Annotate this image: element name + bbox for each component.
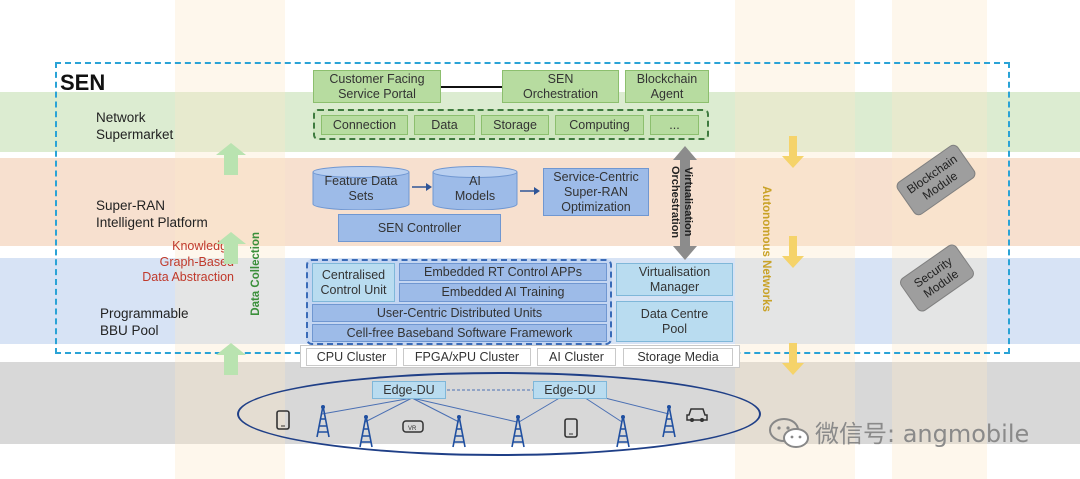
- tower-icon: [359, 415, 373, 448]
- watermark-text: 微信号: angmobile: [815, 420, 1030, 448]
- ai-training-box: Embedded AI Training: [399, 283, 607, 302]
- edge-network-ellipse: [237, 372, 761, 456]
- cpu-cluster-box: CPU Cluster: [306, 348, 397, 366]
- ai-models-cylinder: [432, 166, 518, 210]
- ai-cluster-box: AI Cluster: [537, 348, 616, 366]
- arrow-right-icon: [412, 183, 432, 191]
- customer-portal-box: Customer Facing Service Portal: [313, 70, 441, 103]
- virtualisation-manager-box: Virtualisation Manager: [616, 263, 733, 296]
- sen-orchestration-box: SEN Orchestration: [502, 70, 619, 103]
- arrow-right-icon: [520, 187, 540, 195]
- feature-data-label: Feature Data Sets: [324, 174, 398, 203]
- service-data: Data: [414, 115, 475, 135]
- vr-headset-icon: VR: [402, 420, 424, 433]
- up-arrow-icon: [216, 143, 246, 175]
- edge-du-box: Edge-DU: [533, 381, 607, 399]
- svg-text:VR: VR: [408, 426, 417, 432]
- data-centre-pool-box: Data Centre Pool: [616, 301, 733, 342]
- service-storage: Storage: [481, 115, 549, 135]
- double-arrow-icon: [673, 146, 697, 260]
- layer-label-bbu-pool: Programmable BBU Pool: [100, 306, 189, 338]
- centralised-control-box: Centralised Control Unit: [312, 263, 395, 302]
- down-arrow-icon: [782, 343, 804, 375]
- tower-icon: [316, 405, 330, 438]
- portal-orchestration-connector: [441, 86, 503, 88]
- service-computing: Computing: [555, 115, 644, 135]
- down-arrow-icon: [782, 236, 804, 268]
- sen-controller-box: SEN Controller: [338, 214, 501, 242]
- service-connection: Connection: [321, 115, 408, 135]
- feature-data-cylinder: [312, 166, 410, 210]
- phone-icon: [564, 418, 578, 438]
- super-ran-band: [0, 158, 1080, 246]
- tower-icon: [662, 405, 676, 438]
- tower-icon: [511, 415, 525, 448]
- distributed-units-box: User-Centric Distributed Units: [312, 304, 607, 322]
- service-more: ...: [650, 115, 699, 135]
- ai-models-label: AI Models: [454, 174, 496, 203]
- background-stripe: [892, 0, 987, 479]
- tower-icon: [616, 415, 630, 448]
- wechat-icon: [769, 418, 809, 448]
- phone-icon: [276, 410, 290, 430]
- virtualisation-orchestration-label: Virtualisation Orchestration: [669, 166, 694, 239]
- edge-du-box: Edge-DU: [372, 381, 446, 399]
- tower-icon: [452, 415, 466, 448]
- blockchain-agent-box: Blockchain Agent: [625, 70, 709, 103]
- down-arrow-icon: [782, 136, 804, 168]
- autonomous-networks-label: Autonomous Networks: [760, 186, 772, 312]
- storage-media-box: Storage Media: [623, 348, 733, 366]
- layer-label-network-supermarket: Network Supermarket: [96, 110, 174, 142]
- fpga-cluster-box: FPGA/xPU Cluster: [403, 348, 531, 366]
- rt-control-box: Embedded RT Control APPs: [399, 263, 607, 281]
- optimization-box: Service-Centric Super-RAN Optimization: [543, 168, 649, 216]
- data-collection-label: Data Collection: [250, 232, 262, 316]
- car-icon: [686, 408, 708, 422]
- cellfree-framework-box: Cell-free Baseband Software Framework: [312, 324, 607, 342]
- sen-title: SEN: [60, 70, 106, 95]
- up-arrow-icon: [216, 232, 246, 264]
- layer-label-super-ran: Super-RAN Intelligent Platform: [96, 198, 208, 230]
- up-arrow-icon: [216, 343, 246, 375]
